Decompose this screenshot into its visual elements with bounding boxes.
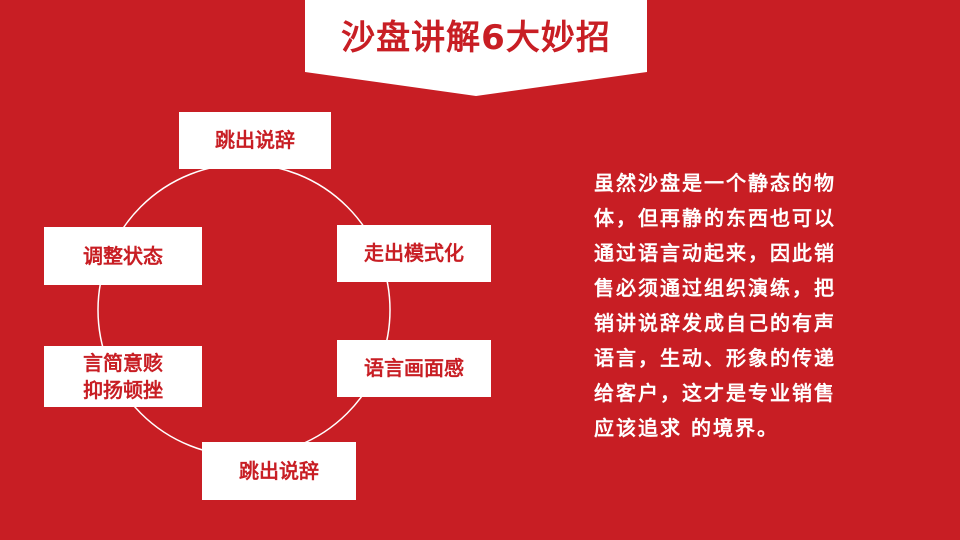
page-title: 沙盘讲解6大妙招 [341,18,611,58]
cycle-item-upper-left: 调整状态 [44,227,202,285]
cycle-item-label: 跳出说辞 [215,128,295,152]
cycle-item-label: 走出模式化 [364,241,464,265]
cycle-item-label: 跳出说辞 [239,458,319,483]
cycle-item-label: 语言画面感 [364,356,464,380]
cycle-item-upper-right: 走出模式化 [337,225,491,282]
title-banner-shape [305,0,647,96]
title-banner: 沙盘讲解6大妙招 [305,0,647,98]
cycle-item-lower-left: 言简意赅 抑扬顿挫 [44,346,202,407]
cycle-item-label: 言简意赅 抑扬顿挫 [83,350,163,402]
cycle-item-label: 调整状态 [83,243,163,268]
cycle-item-bottom: 跳出说辞 [202,442,356,500]
cycle-item-top: 跳出说辞 [179,112,331,169]
description-text: 虽然沙盘是一个静态的物 体，但再静的东西也可以 通过语言动起来，因此销 售必须通… [594,171,836,440]
cycle-item-lower-right: 语言画面感 [337,340,491,397]
